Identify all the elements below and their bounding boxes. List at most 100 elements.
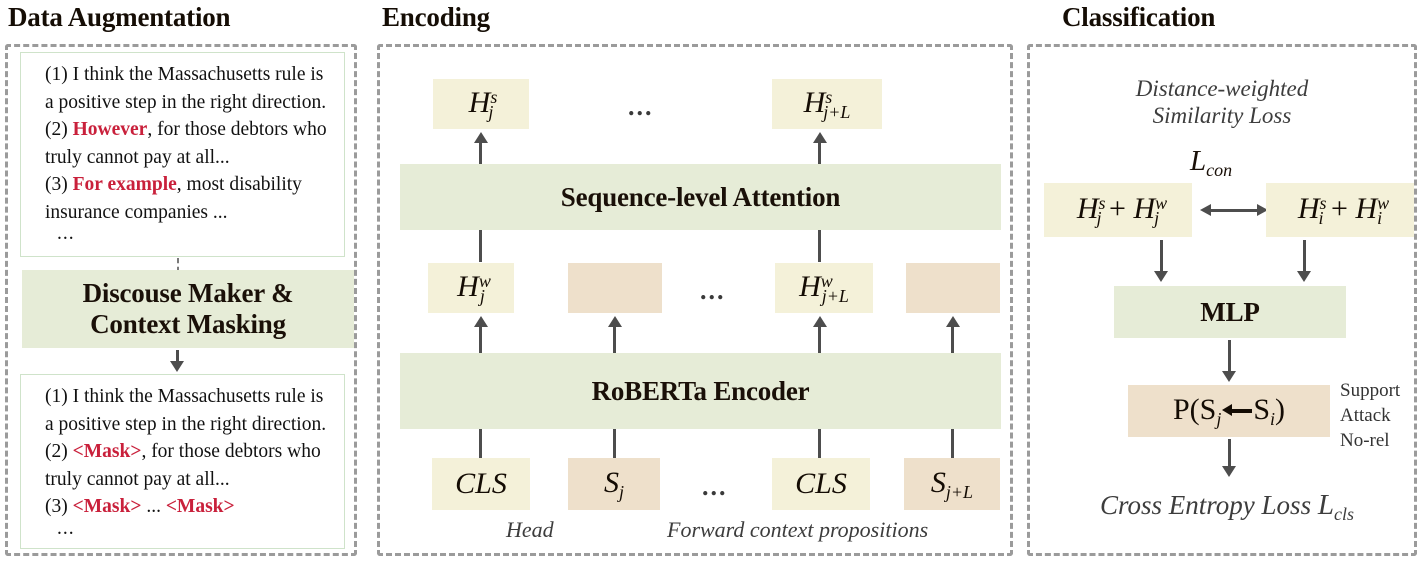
section-title-classification: Classification <box>1062 2 1216 32</box>
similarity-double-arrow <box>1200 204 1268 216</box>
word-output-label-jl: Hwj+L <box>799 269 849 306</box>
original-line-3: (3) For example, most disability insuran… <box>45 171 334 226</box>
roberta-encoder-box: RoBERTa Encoder <box>400 353 1001 429</box>
token-label-sjl: Sj+L <box>930 465 974 502</box>
sequence-level-attention-box: Sequence-level Attention <box>400 164 1001 230</box>
cls-loss-symbol: Lcls <box>1317 489 1354 525</box>
section-title-data-augmentation: Data Augmentation <box>8 2 231 32</box>
masked-text-card: (1) I think the Massachusetts rule is a … <box>20 374 345 549</box>
mask-token-3: <Mask> <box>165 496 235 517</box>
line-mlp-to-prob <box>1228 340 1231 372</box>
original-line-2: (2) However, for those debtors who truly… <box>45 116 334 171</box>
line-attn-to-out-j <box>479 143 482 165</box>
line-enc-to-hw-j <box>479 327 482 354</box>
token-box-sj: Sj <box>568 458 660 510</box>
line-hw-j-to-attn <box>479 230 482 262</box>
discourse-marker-however: However <box>72 119 148 140</box>
original-line-3-rest: , most disability insurance companies ..… <box>45 174 302 223</box>
token-box-sjl: Sj+L <box>904 458 1000 510</box>
line-enc-to-blank-2 <box>951 327 954 354</box>
masked-line-2: (2) <Mask>, for those debtors who truly … <box>45 438 334 493</box>
original-line-2-rest: , for those debtors who truly cannot pay… <box>45 119 327 168</box>
arrow-sum-i-to-mlp <box>1297 271 1311 282</box>
caption-forward-context: Forward context propositions <box>667 517 929 542</box>
line-token-cls1-to-enc <box>479 429 482 459</box>
class-label-norel: No-rel <box>1340 430 1390 451</box>
original-line-1: (1) I think the Massachusetts rule is a … <box>45 64 327 113</box>
connector-card-to-process <box>177 258 179 272</box>
word-output-box-jl: Hwj+L <box>775 263 873 313</box>
line-token-sj-to-enc <box>613 429 616 459</box>
similarity-loss-caption-line1: Distance-weighted <box>1135 76 1309 101</box>
masked-line-2-number: (2) <box>45 441 73 462</box>
masked-ellipsis: ... <box>57 517 75 539</box>
word-output-box-blank-2 <box>906 263 1000 313</box>
line-attn-to-out-jl <box>818 143 821 165</box>
original-text-card: (1) I think the Massachusetts rule is a … <box>20 52 345 257</box>
panel-classification <box>1027 44 1417 556</box>
original-ellipsis: ... <box>57 223 75 244</box>
arrow-enc-to-blank-2 <box>946 316 960 327</box>
arrow-prob-to-ce <box>1222 466 1236 477</box>
contrastive-loss-symbol: Lcon <box>1190 145 1233 180</box>
arrow-mlp-to-prob <box>1222 371 1236 382</box>
section-title-encoding: Encoding <box>382 2 490 32</box>
similarity-loss-caption-line2: Similarity Loss <box>1152 103 1292 128</box>
class-label-support: Support <box>1340 380 1401 401</box>
sentence-output-label-jl: Hsj+L <box>803 85 851 122</box>
sentence-output-box-j: Hsj <box>433 79 529 129</box>
mask-token-2: <Mask> <box>72 496 142 517</box>
sequence-level-attention-label: Sequence-level Attention <box>560 181 841 212</box>
arrow-enc-to-hw-jl <box>813 316 827 327</box>
class-label-attack: Attack <box>1340 405 1391 426</box>
line-sum-i-to-mlp <box>1303 240 1306 272</box>
embedding-sum-label-j: Hsj + Hwj <box>1076 191 1168 228</box>
similarity-loss-caption: Distance-weighted Similarity Loss <box>1102 75 1342 129</box>
word-output-box-blank-1 <box>568 263 662 313</box>
discourse-masking-label-line1: Discouse Maker & <box>82 278 294 308</box>
cross-entropy-loss-label: Cross Entropy Loss Lcls <box>1072 489 1382 528</box>
word-output-label-j: Hwj <box>457 269 491 306</box>
arrow-process-to-masked <box>170 361 184 372</box>
token-box-cls-head: CLS <box>432 458 530 510</box>
sentence-output-box-jl: Hsj+L <box>772 79 882 129</box>
masked-line-2-rest: , for those debtors who truly cannot pay… <box>45 441 321 490</box>
arrow-sum-j-to-mlp <box>1154 271 1168 282</box>
panel-encoding <box>377 44 1013 556</box>
word-output-box-j: Hwj <box>428 263 514 313</box>
arrow-attn-to-out-j <box>474 132 488 143</box>
line-prob-to-ce <box>1228 439 1231 467</box>
class-labels-list: Support Attack No-rel <box>1340 378 1400 453</box>
arrow-enc-to-blank-1 <box>608 316 622 327</box>
discourse-marker-for-example: For example <box>72 174 177 195</box>
original-line-2-number: (2) <box>45 119 73 140</box>
token-box-cls-context: CLS <box>772 458 870 510</box>
embedding-sum-box-i: Hsi + Hwi <box>1266 183 1414 237</box>
line-sum-j-to-mlp <box>1160 240 1163 272</box>
mlp-label: MLP <box>1200 296 1260 327</box>
sentence-output-label-j: Hsj <box>468 85 498 122</box>
masked-line-3: (3) <Mask> ... <Mask> <box>45 493 334 521</box>
caption-head: Head <box>506 517 554 542</box>
roberta-encoder-label: RoBERTa Encoder <box>591 375 810 406</box>
left-arrow-icon <box>1222 404 1253 416</box>
ellipsis-word-row: ... <box>700 276 726 305</box>
masked-line-3-number: (3) <box>45 496 73 517</box>
line-token-cls2-to-enc <box>818 429 821 459</box>
ellipsis-token-row: ... <box>702 472 728 501</box>
line-hw-jl-to-attn <box>818 230 821 262</box>
line-enc-to-blank-1 <box>613 327 616 354</box>
embedding-sum-box-j: Hsj + Hwj <box>1044 183 1192 237</box>
token-label-cls-head: CLS <box>455 467 507 500</box>
mlp-box: MLP <box>1114 286 1346 338</box>
mask-token-1: <Mask> <box>72 441 142 462</box>
discourse-masking-box: Discouse Maker & Context Masking <box>22 270 354 348</box>
arrow-attn-to-out-jl <box>813 132 827 143</box>
ellipsis-sentence-row: ... <box>628 92 654 121</box>
original-line-3-number: (3) <box>45 174 73 195</box>
masked-line-3-mid: ... <box>141 496 166 517</box>
discourse-masking-label-line2: Context Masking <box>90 309 286 339</box>
panel-data-augmentation <box>5 44 357 556</box>
